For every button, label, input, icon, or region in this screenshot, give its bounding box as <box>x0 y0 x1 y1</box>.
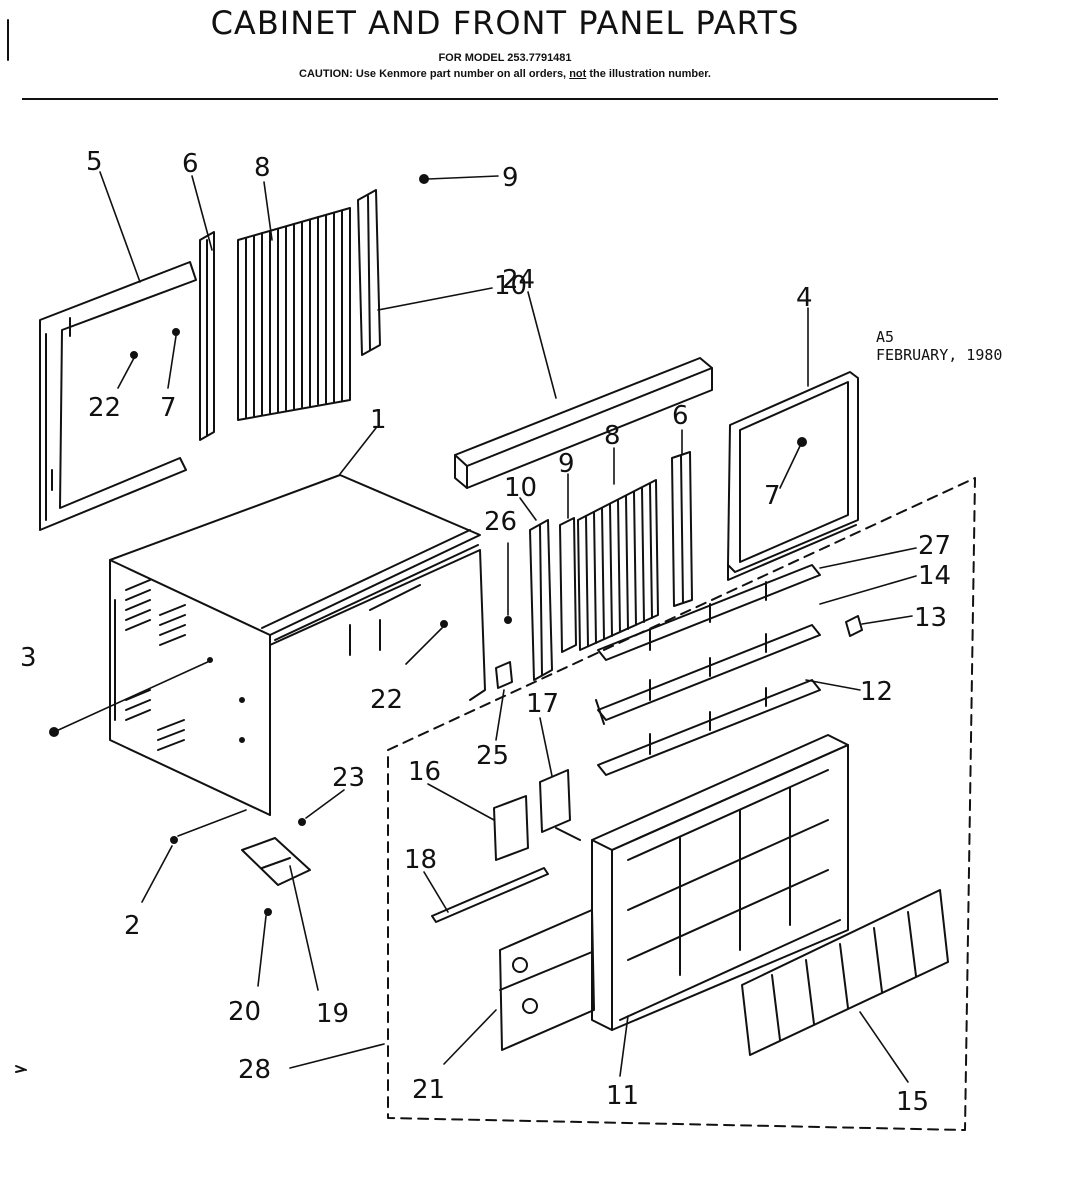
callout-20: 20 <box>228 997 261 1027</box>
callout-1: 1 <box>370 405 387 435</box>
part-15-filter <box>741 889 949 1056</box>
callout-12: 12 <box>860 677 893 707</box>
part-7-screw-right <box>797 437 807 447</box>
callout-6-left: 6 <box>182 149 199 179</box>
part-23-screw <box>298 818 306 826</box>
part-10-end-channel-right <box>529 519 553 681</box>
part-8-louver-right <box>577 479 659 651</box>
part-1-cabinet <box>109 474 486 816</box>
callout-11: 11 <box>606 1081 639 1111</box>
caution-not: not <box>569 68 587 80</box>
callout-23: 23 <box>332 763 365 793</box>
callout-5: 5 <box>86 147 103 177</box>
part-22-screw-lower <box>440 620 448 628</box>
callout-17: 17 <box>526 689 559 719</box>
stamp-code: A5 <box>876 328 895 346</box>
part-20-screw <box>264 908 272 916</box>
caution-prefix: CAUTION: Use Kenmore part number on all … <box>299 68 567 80</box>
part-12-louver-bar <box>597 679 821 776</box>
callout-28: 28 <box>238 1055 271 1085</box>
part-22-screw-upper <box>130 351 138 359</box>
callout-10-top: 10 <box>494 271 527 301</box>
callout-8-right: 8 <box>604 421 621 451</box>
part-4-side-frame-right <box>727 371 859 581</box>
callout-labels: 5 6 8 9 10 22 7 1 24 4 7 10 9 8 6 26 27 … <box>20 147 951 1117</box>
callout-14: 14 <box>918 561 951 591</box>
part-17-bracket <box>539 769 581 841</box>
callout-22-top: 22 <box>88 393 121 423</box>
callout-21: 21 <box>412 1075 445 1105</box>
callout-16: 16 <box>408 757 441 787</box>
part-26-screw <box>504 616 512 624</box>
callout-25: 25 <box>476 741 509 771</box>
stamp-date: FEBRUARY, 1980 <box>876 346 1003 364</box>
model-number-line: FOR MODEL 253.7791481 <box>438 52 572 64</box>
part-27-louver-bar <box>597 564 821 661</box>
callout-13: 13 <box>914 603 947 633</box>
part-8-louver-left <box>237 207 351 421</box>
callout-26: 26 <box>484 507 517 537</box>
part-9-strip <box>559 517 577 653</box>
part-14-louver-bar <box>595 624 821 725</box>
callout-7-right: 7 <box>764 481 781 511</box>
leader-lines <box>53 171 917 1083</box>
caution-line: CAUTION: Use Kenmore part number on all … <box>0 68 1010 80</box>
page-title: CABINET AND FRONT PANEL PARTS <box>210 4 800 42</box>
callout-27: 27 <box>918 531 951 561</box>
part-9-screw-upper <box>419 174 429 184</box>
callout-18: 18 <box>404 845 437 875</box>
callout-9-mid: 9 <box>558 449 575 479</box>
part-11-front-panel <box>591 734 849 1031</box>
callout-7-left: 7 <box>160 393 177 423</box>
part-16-plate <box>493 795 529 861</box>
part-18-rod <box>431 867 549 923</box>
assembly-28-dashed-boundary <box>387 477 976 1131</box>
header-rule <box>22 98 998 100</box>
part-5-side-frame-left <box>39 261 197 531</box>
part-6-channel-right <box>671 451 693 607</box>
callout-10-mid: 10 <box>504 473 537 503</box>
callout-6-right: 6 <box>672 401 689 431</box>
part-21-control-panel <box>499 909 595 1051</box>
part-7-screw-upper-left <box>172 328 180 336</box>
part-10-end-channel-left <box>357 189 381 356</box>
caution-suffix: the illustration number. <box>589 68 711 80</box>
part-19-bracket <box>241 837 311 886</box>
part-13-bracket <box>845 615 863 637</box>
scan-mark-left <box>15 1065 27 1073</box>
part-6-channel-left <box>199 231 215 441</box>
callout-8-left: 8 <box>254 153 271 183</box>
callout-2: 2 <box>124 911 141 941</box>
part-2-screw <box>170 836 178 844</box>
callout-9-top: 9 <box>502 163 519 193</box>
callout-19: 19 <box>316 999 349 1029</box>
part-25-clip <box>495 661 513 689</box>
callout-22-mid: 22 <box>370 685 403 715</box>
callout-4: 4 <box>796 283 813 313</box>
callout-24: 24 <box>502 265 535 295</box>
part-24-top-rail <box>454 357 713 489</box>
callout-3: 3 <box>20 643 37 673</box>
callout-15: 15 <box>896 1087 929 1117</box>
